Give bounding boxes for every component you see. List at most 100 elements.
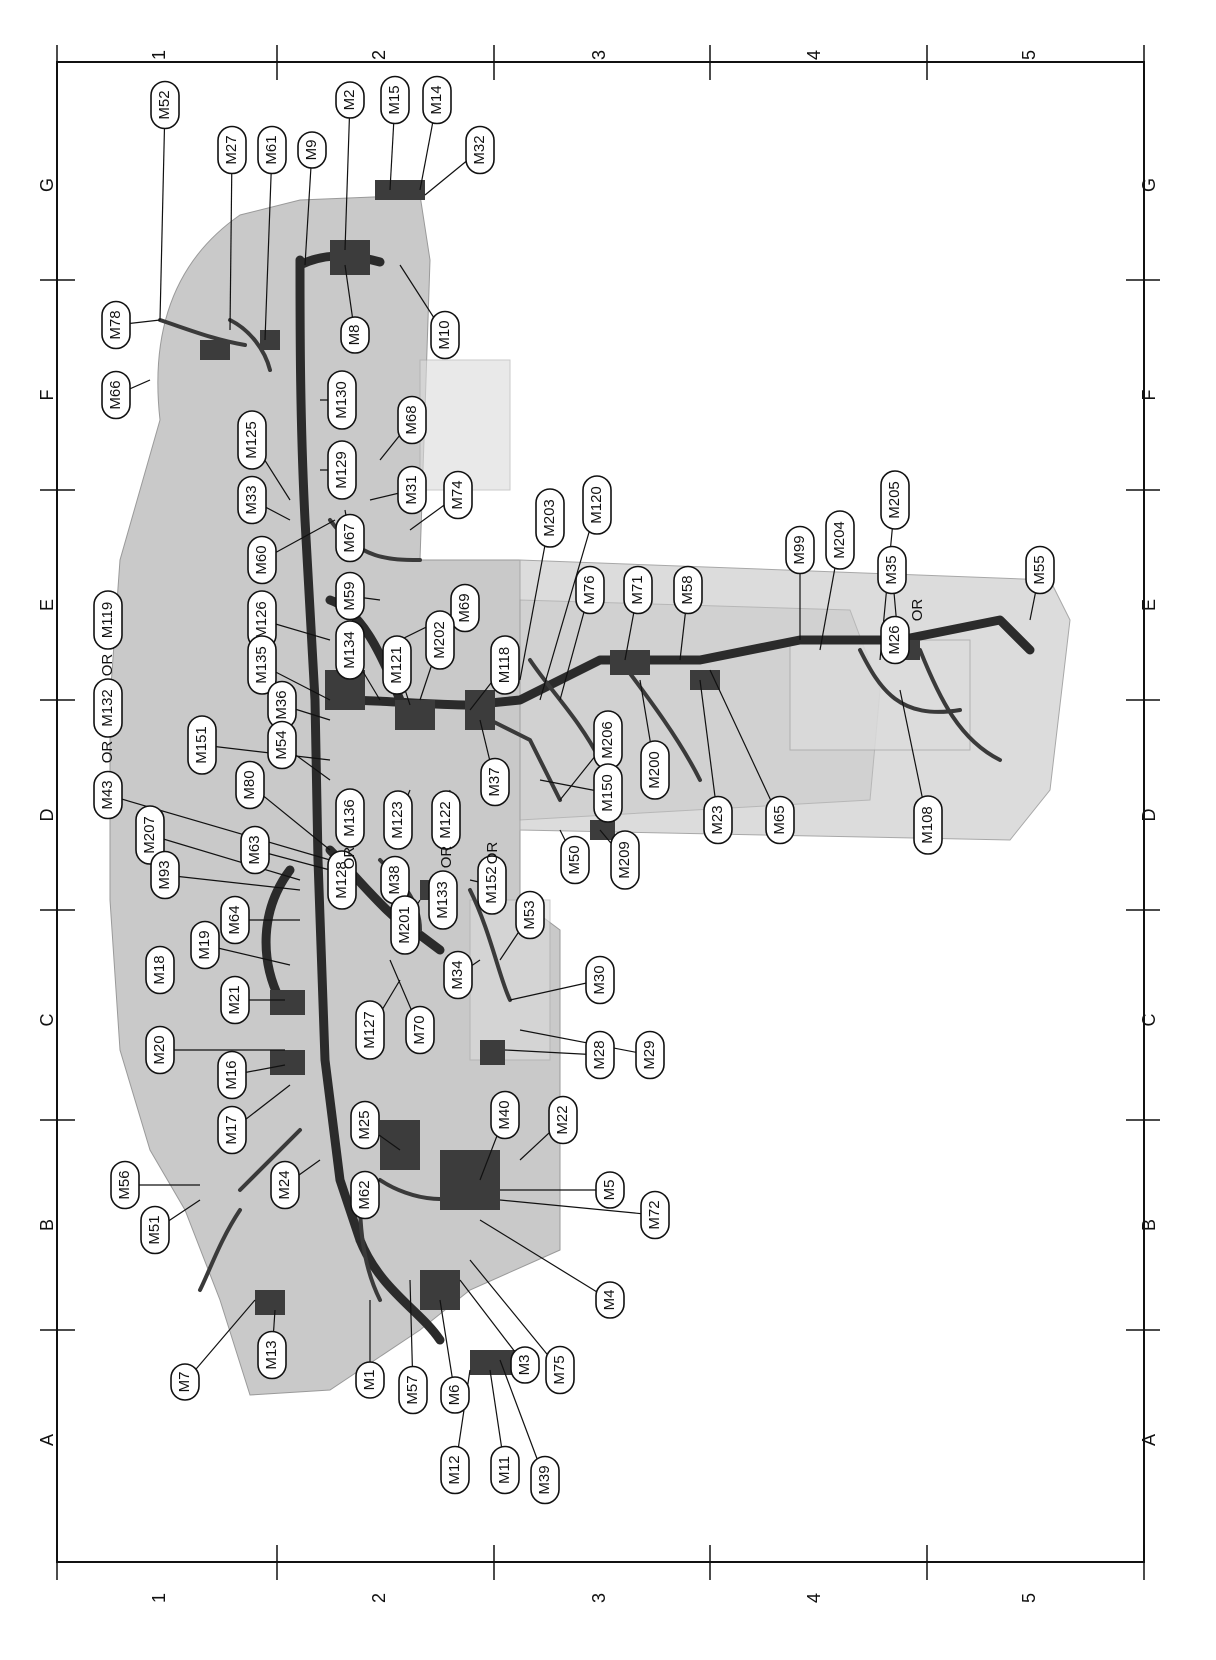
connector-code: M151 <box>193 726 210 764</box>
callout-bubble <box>187 715 217 775</box>
callout-bubble <box>327 370 357 430</box>
callout-bubble <box>582 475 612 535</box>
connector-code: M136 <box>341 799 358 837</box>
callout-bubble <box>335 788 365 848</box>
connector-code: M8 <box>346 325 363 346</box>
connector-code: M54 <box>273 730 290 759</box>
callout-bubble <box>170 1363 200 1401</box>
callout-bubble <box>93 770 123 820</box>
connector-callout-m71: M71 <box>623 565 653 615</box>
connector-code: M108 <box>919 806 936 844</box>
connector-callout-m50: M50 <box>560 835 590 885</box>
connector-code: M135 <box>253 646 270 684</box>
callout-leader-line <box>479 1219 611 1301</box>
callout-bubble <box>585 955 615 1005</box>
grid-row-label: B <box>1139 1219 1159 1231</box>
callout-bubble <box>595 1171 625 1209</box>
callout-bubble <box>880 615 910 665</box>
grid-row-label: A <box>37 1434 57 1446</box>
connector-code: M10 <box>436 320 453 349</box>
connector-code: M69 <box>456 593 473 622</box>
connector-code: M21 <box>226 985 243 1014</box>
connector-code: M127 <box>361 1011 378 1049</box>
connector-code: M5 <box>601 1180 618 1201</box>
or-label: OR <box>909 599 926 622</box>
callout-bubble <box>595 1281 625 1319</box>
connector-code: M17 <box>223 1115 240 1144</box>
callout-leader-line <box>149 834 301 881</box>
connector-code: M38 <box>386 865 403 894</box>
connector-code: M62 <box>356 1180 373 1209</box>
callout-bubble <box>465 125 495 175</box>
connector-code: M50 <box>566 845 583 874</box>
callout-bubble <box>135 805 165 865</box>
connector-code: M123 <box>389 801 406 839</box>
connector-code: M64 <box>226 905 243 934</box>
connector-callout-m8: M8 <box>340 316 370 354</box>
connector-callout-m125: M125 <box>237 410 267 470</box>
callout-leader-line <box>459 1279 526 1366</box>
connector-callout-m99: M99 <box>785 525 815 575</box>
callout-bubble <box>335 513 365 563</box>
connector-callout-m35: M35 <box>877 545 907 595</box>
grid-column-label: 2 <box>369 50 389 60</box>
connector-code: M6 <box>446 1385 463 1406</box>
connector-callout-m55: M55 <box>1025 545 1055 595</box>
connector-callout-m122: M122 <box>431 790 461 850</box>
grid-column-label: 5 <box>1019 50 1039 60</box>
connector-code: M126 <box>253 601 270 639</box>
connector-code: M37 <box>486 767 503 796</box>
connector-callout-m128: M128 <box>327 850 357 910</box>
connector-callout-m120: M120 <box>582 475 612 535</box>
connector-callout-m1: M1 <box>355 1361 385 1399</box>
connector-code: M30 <box>591 965 608 994</box>
connector-callout-m2: M2 <box>335 81 365 119</box>
connector-code: M1 <box>361 1370 378 1391</box>
connector-callout-m21: M21 <box>220 975 250 1025</box>
connector-code: M203 <box>541 499 558 537</box>
callout-leader-line <box>499 1199 656 1216</box>
grid-row-label: C <box>1139 1014 1159 1027</box>
connector-code: M80 <box>241 770 258 799</box>
connector-callout-m19: M19 <box>190 920 220 970</box>
connector-code: M74 <box>449 480 466 509</box>
callout-bubble <box>585 1030 615 1080</box>
connector-code: M130 <box>333 381 350 419</box>
callout-bubble <box>327 440 357 500</box>
callout-bubble <box>405 1005 435 1055</box>
callout-bubble <box>443 950 473 1000</box>
callout-bubble <box>430 310 460 360</box>
connector-callout-m6: M6 <box>440 1376 470 1414</box>
callout-bubble <box>93 678 123 738</box>
callout-bubble <box>515 890 545 940</box>
callout-bubble <box>765 795 795 845</box>
callout-bubble <box>140 1205 170 1255</box>
connector-code: M121 <box>388 646 405 684</box>
connector-code: M71 <box>629 575 646 604</box>
connector-code: M13 <box>263 1340 280 1369</box>
callout-bubble <box>575 565 605 615</box>
callout-bubble <box>150 850 180 900</box>
callout-bubble <box>350 1170 380 1220</box>
connector-code: M2 <box>341 90 358 111</box>
callout-bubble <box>703 795 733 845</box>
connector-code: M33 <box>243 485 260 514</box>
connector-callout-m204: M204 <box>825 510 855 570</box>
connector-callout-m31: M31 <box>397 465 427 515</box>
connector-callout-m70: M70 <box>405 1005 435 1055</box>
grid-row-label: A <box>1139 1434 1159 1446</box>
connector-code: M58 <box>679 575 696 604</box>
connector-code: M4 <box>601 1290 618 1311</box>
connector-code: M9 <box>303 140 320 161</box>
callout-bubble <box>220 975 250 1025</box>
connector-callout-m201: M201 <box>390 895 420 955</box>
grid-column-label: 4 <box>804 50 824 60</box>
grid-row-label: B <box>37 1219 57 1231</box>
connector-code: M75 <box>551 1355 568 1384</box>
grid-ticks <box>40 45 1160 1580</box>
connector-callout-m23: M23 <box>703 795 733 845</box>
connector-callout-m126: M126 <box>247 590 277 650</box>
callout-leader-line <box>201 744 331 761</box>
callout-bubble <box>247 635 277 695</box>
connector-code: M207 <box>141 816 158 854</box>
